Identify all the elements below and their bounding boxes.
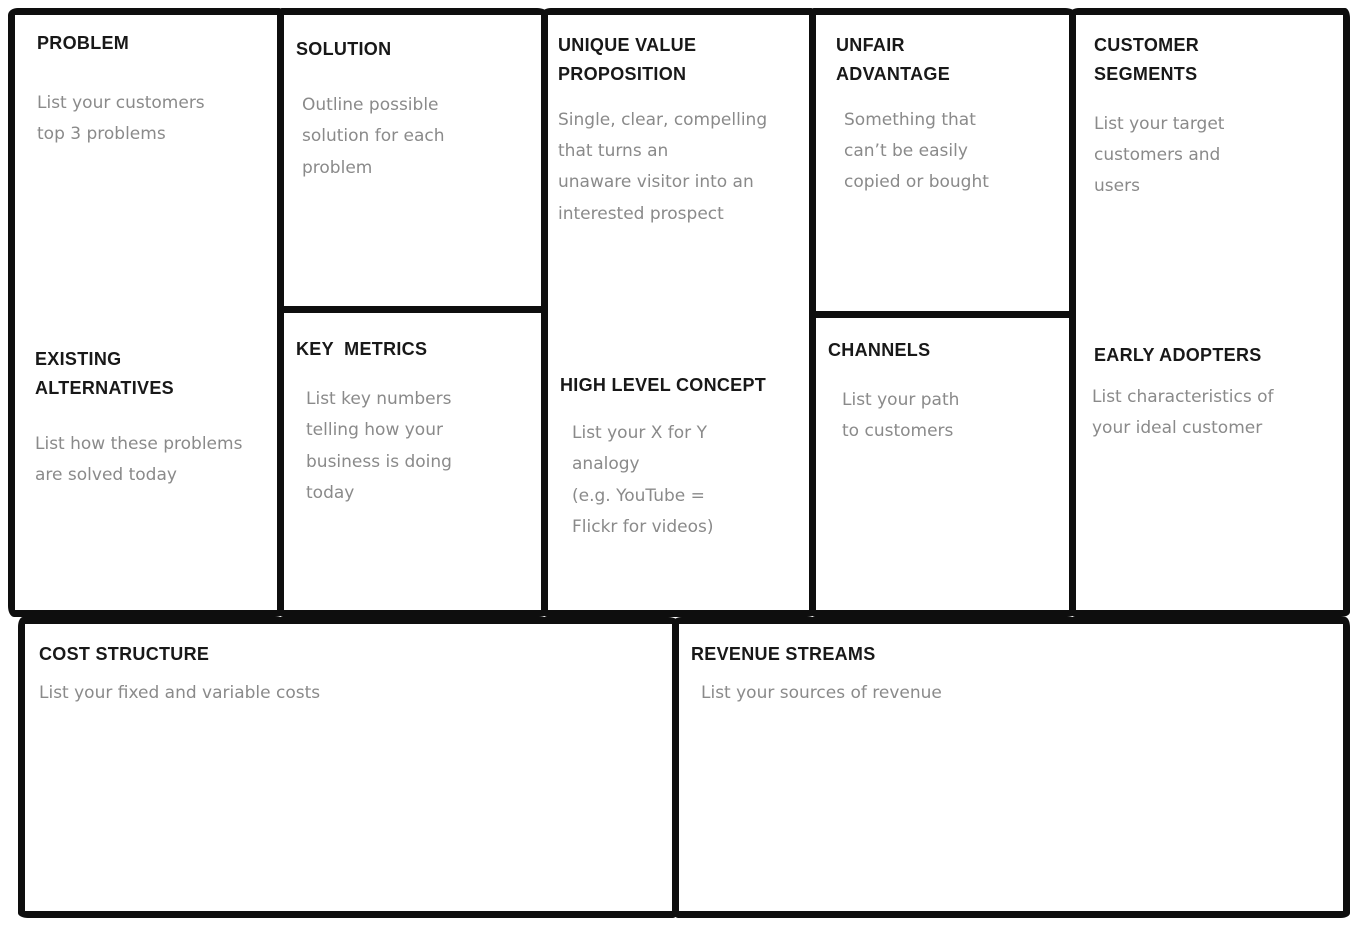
problem-cell: PROBLEM List your customers top 3 proble… bbox=[8, 8, 284, 617]
revenue-streams-body: List your sources of revenue bbox=[701, 682, 942, 703]
cost-structure-title: COST STRUCTURE bbox=[39, 644, 210, 664]
high-level-concept-block: HIGH LEVEL CONCEPT List your X for Y ana… bbox=[560, 371, 766, 544]
channels-title: CHANNELS bbox=[828, 340, 931, 360]
customer-segments-block: CUSTOMER SEGMENTS List your target custo… bbox=[1094, 31, 1224, 203]
early-adopters-block: EARLY ADOPTERS List characteristics of y… bbox=[1092, 341, 1274, 445]
solution-body: Outline possible solution for each probl… bbox=[302, 94, 445, 178]
problem-body: List your customers top 3 problems bbox=[37, 92, 205, 145]
unfair-advantage-body: Something that can’t be easily copied or… bbox=[844, 109, 989, 193]
high-level-concept-body: List your X for Y analogy (e.g. YouTube … bbox=[572, 422, 714, 538]
problem-block: PROBLEM List your customers top 3 proble… bbox=[37, 29, 205, 151]
unique-value-proposition-body: Single, clear, compelling that turns an … bbox=[558, 109, 768, 224]
unique-value-proposition-block: UNIQUE VALUE PROPOSITION Single, clear, … bbox=[558, 31, 767, 230]
unfair-advantage-block: UNFAIR ADVANTAGE Something that can’t be… bbox=[836, 31, 989, 199]
channels-cell: CHANNELS List your path to customers bbox=[809, 311, 1076, 617]
key-metrics-block: KEY METRICS List key numbers telling how… bbox=[296, 335, 452, 510]
unique-value-proposition-cell: UNIQUE VALUE PROPOSITION Single, clear, … bbox=[541, 8, 816, 617]
customer-segments-cell: CUSTOMER SEGMENTS List your target custo… bbox=[1069, 8, 1350, 617]
solution-block: SOLUTION Outline possible solution for e… bbox=[296, 35, 445, 184]
existing-alternatives-title: EXISTING ALTERNATIVES bbox=[35, 349, 174, 398]
revenue-streams-block: REVENUE STREAMS List your sources of rev… bbox=[691, 640, 942, 709]
channels-block: CHANNELS List your path to customers bbox=[828, 336, 959, 448]
unfair-advantage-title: UNFAIR ADVANTAGE bbox=[836, 35, 951, 84]
solution-cell: SOLUTION Outline possible solution for e… bbox=[277, 8, 548, 313]
channels-body: List your path to customers bbox=[842, 389, 960, 442]
early-adopters-body: List characteristics of your ideal custo… bbox=[1092, 386, 1274, 439]
existing-alternatives-body: List how these problems are solved today bbox=[35, 433, 243, 486]
key-metrics-title: KEY METRICS bbox=[296, 339, 428, 359]
cost-structure-body: List your fixed and variable costs bbox=[39, 682, 321, 703]
early-adopters-title: EARLY ADOPTERS bbox=[1094, 345, 1262, 365]
key-metrics-body: List key numbers telling how your busine… bbox=[306, 388, 452, 504]
customer-segments-title: CUSTOMER SEGMENTS bbox=[1094, 35, 1200, 84]
unfair-advantage-cell: UNFAIR ADVANTAGE Something that can’t be… bbox=[809, 8, 1076, 318]
high-level-concept-title: HIGH LEVEL CONCEPT bbox=[560, 375, 767, 395]
solution-title: SOLUTION bbox=[296, 39, 392, 59]
problem-title: PROBLEM bbox=[37, 33, 130, 53]
cost-structure-block: COST STRUCTURE List your fixed and varia… bbox=[39, 640, 320, 709]
unique-value-proposition-title: UNIQUE VALUE PROPOSITION bbox=[558, 35, 697, 84]
cost-structure-cell: COST STRUCTURE List your fixed and varia… bbox=[18, 617, 679, 918]
customer-segments-body: List your target customers and users bbox=[1094, 113, 1225, 197]
revenue-streams-cell: REVENUE STREAMS List your sources of rev… bbox=[672, 617, 1350, 918]
existing-alternatives-block: EXISTING ALTERNATIVES List how these pro… bbox=[35, 345, 242, 491]
revenue-streams-title: REVENUE STREAMS bbox=[691, 644, 876, 664]
key-metrics-cell: KEY METRICS List key numbers telling how… bbox=[277, 306, 548, 617]
